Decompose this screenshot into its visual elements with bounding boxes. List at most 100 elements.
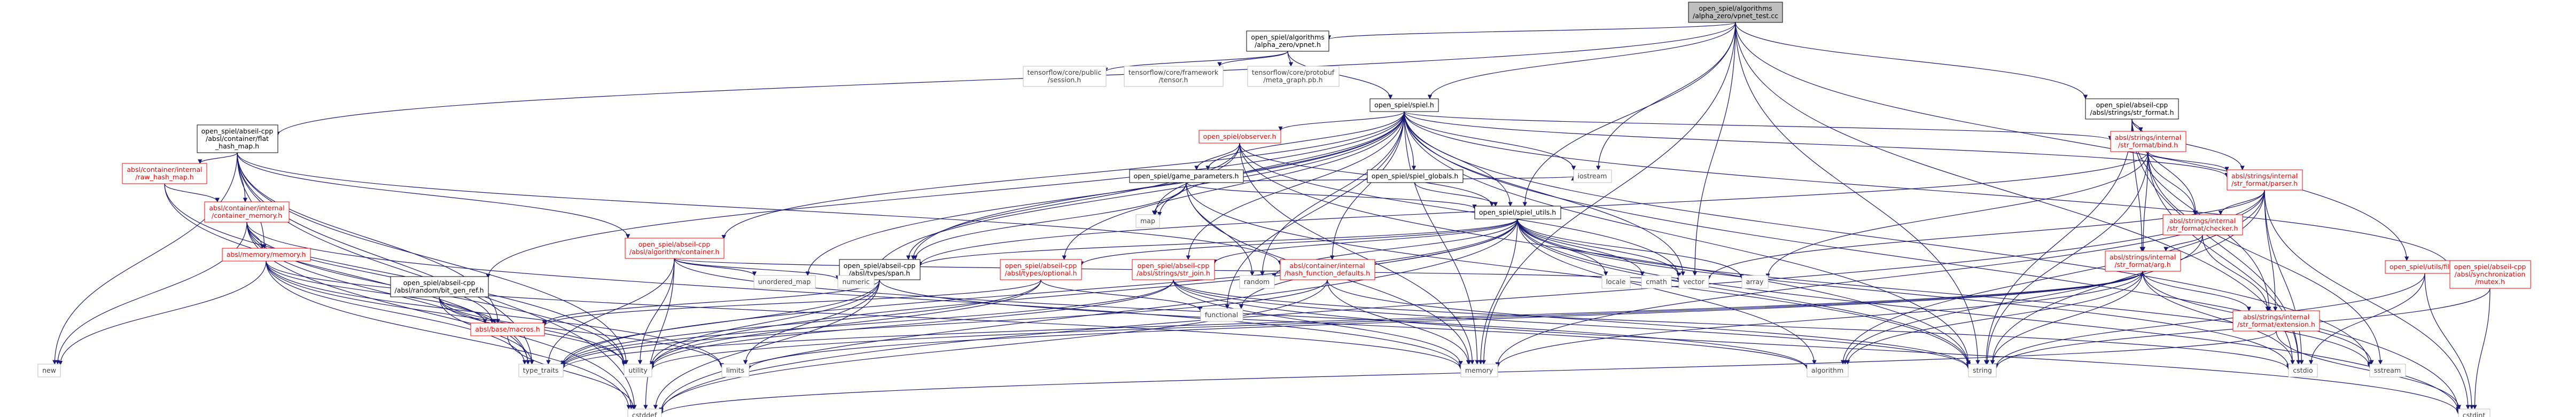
file-node-label: _hash_map.h [215, 142, 259, 150]
edge-flat-hash-map-to-hash-function-defaults [237, 152, 1282, 265]
edge-spiel-utils-to-array [1517, 218, 1744, 279]
edge-parser-to-cstddef [659, 190, 2265, 414]
file-node-locale: locale [1601, 275, 1631, 289]
file-node-label: /absl/strings/str_format.h [2090, 108, 2174, 116]
edge-absl-memory-to-limits [266, 261, 724, 368]
edge-optional-to-macros [542, 279, 1041, 327]
file-node-label: /meta_graph.pb.h [1263, 76, 1322, 84]
file-node-str-format[interactable]: open_spiel/abseil-cpp/absl/strings/str_f… [2085, 98, 2179, 120]
edge-spiel-utils-to-functional [1239, 218, 1518, 309]
file-nodes: open_spiel/algorithms/alpha_zero/vpnet_t… [37, 2, 2531, 417]
file-node-label: utility [628, 366, 648, 374]
file-node-label: /str_format/arg.h [2114, 261, 2170, 269]
file-node-arg: absl/strings/internal/str_format/arg.h [2105, 250, 2181, 272]
edge-str-join-to-cstdint [1173, 279, 2461, 414]
file-node-label: absl/strings/internal [2231, 172, 2298, 180]
file-node-new: new [37, 364, 61, 377]
file-node-label: limits [726, 366, 744, 374]
edge-spiel-to-span [910, 111, 1405, 260]
edge-root-to-spiel [1427, 22, 1736, 99]
edge-game-parameters-to-span [913, 182, 1187, 260]
file-node-spiel[interactable]: open_spiel/spiel.h [1369, 98, 1439, 112]
file-node-label: open_spiel/spiel.h [1374, 101, 1434, 109]
edge-absl-memory-to-new [58, 261, 267, 366]
edge-str-join-to-cstdio [1173, 279, 2291, 370]
file-node-label: open_spiel/abseil-cpp [403, 279, 476, 287]
edge-algo-container-to-numeric [674, 258, 840, 280]
edge-spiel-utils-to-type-traits [561, 218, 1518, 368]
file-node-label: /str_format/checker.h [2167, 224, 2238, 232]
file-node-label: tensorflow/core/public [1028, 68, 1102, 76]
file-node-absl-memory: absl/memory/memory.h [222, 248, 311, 262]
edge-algo-container-to-unordered-map [674, 258, 757, 276]
edge-flat-hash-map-to-algo-container [237, 152, 631, 239]
file-node-label: /mutex.h [2475, 278, 2505, 286]
edge-span-to-cstddef [653, 279, 880, 410]
file-node-box [2288, 364, 2318, 377]
edge-spiel-to-bind [1404, 111, 2113, 141]
edge-mutex-to-cstdint [2472, 288, 2491, 410]
file-node-span[interactable]: open_spiel/abseil-cpp/absl/types/span.h [839, 259, 921, 280]
file-node-box [1968, 364, 1997, 377]
edge-parser-to-string [1990, 190, 2265, 365]
file-node-label: absl/container/internal [127, 166, 202, 174]
edge-root-to-vector [1692, 22, 1736, 276]
file-node-label: open_spiel/algorithms [1251, 33, 1325, 41]
file-node-unordered-map: unordered_map [753, 275, 816, 289]
edge-optional-to-type-traits [561, 279, 1041, 367]
file-node-label: cmath [1646, 278, 1667, 286]
edge-spiel-to-observer [1278, 111, 1405, 131]
file-node-box [837, 275, 875, 289]
edge-algo-container-to-cstddef [643, 258, 675, 410]
edge-spiel-utils-to-cmath [1517, 218, 1645, 276]
file-node-label: tensorflow/core/protobuf [1252, 68, 1335, 76]
file-node-label: open_spiel/abseil-cpp [844, 262, 916, 270]
edge-game-parameters-to-spiel-utils [1186, 182, 1477, 209]
edge-algo-container-to-utility [637, 258, 675, 365]
file-node-box [1198, 130, 1281, 144]
edge-vpnet-to-tf-tensor [1217, 51, 1288, 67]
edge-spiel-to-algo-container [721, 111, 1405, 240]
edge-spiel-to-cstdint [1404, 111, 2461, 412]
file-node-label: vector [1683, 278, 1705, 286]
file-node-spiel-globals[interactable]: open_spiel/spiel_globals.h [1367, 169, 1464, 183]
edge-spiel-utils-to-span [917, 218, 1518, 267]
file-node-label: /absl/random/bit_gen_ref.h [395, 286, 484, 294]
file-node-label: /tensor.h [1159, 76, 1188, 84]
file-node-label: absl/container/internal [1289, 262, 1365, 270]
edge-span-to-utility [649, 279, 880, 366]
file-node-label: open_spiel/abseil-cpp [1005, 262, 1077, 270]
edge-observer-to-game-parameters [1194, 143, 1240, 170]
file-node-vpnet[interactable]: open_spiel/algorithms/alpha_zero/vpnet.h [1246, 30, 1329, 52]
file-node-box [1369, 98, 1439, 112]
file-node-box [2105, 250, 2181, 272]
file-node-label: /absl/algorithm/container.h [629, 248, 720, 256]
file-node-random: random [1239, 275, 1275, 289]
file-node-label: absl/strings/internal [2110, 253, 2176, 261]
file-node-label: /container_memory.h [212, 211, 282, 219]
file-node-box [721, 364, 750, 377]
file-node-container-memory: absl/container/internal/container_memory… [204, 201, 290, 223]
edge-parser-to-cstdio [2264, 190, 2304, 365]
edge-root-to-spiel-utils [1522, 22, 1736, 207]
file-node-box [1460, 364, 1498, 377]
file-node-box [1247, 66, 1340, 87]
file-node-flat-hash-map[interactable]: open_spiel/abseil-cpp/absl/container/fla… [197, 124, 278, 153]
edge-bind-to-checker [2147, 151, 2198, 215]
edge-absl-memory-to-memory [266, 261, 1463, 369]
edge-spiel-to-game-parameters [1205, 111, 1405, 170]
file-node-iostream: iostream [1573, 169, 1612, 183]
file-node-bit-gen-ref[interactable]: open_spiel/abseil-cpp/absl/random/bit_ge… [390, 276, 489, 297]
file-node-box [2458, 408, 2491, 417]
file-node-box [122, 163, 207, 184]
file-node-spiel-utils[interactable]: open_spiel/spiel_utils.h [1474, 206, 1561, 219]
file-node-label: /alpha_zero/vpnet_test.cc [1693, 12, 1778, 20]
file-node-box [1367, 169, 1464, 183]
edge-root-to-flat-hash-map [275, 22, 1736, 136]
file-node-game-parameters[interactable]: open_spiel/game_parameters.h [1129, 169, 1244, 183]
file-node-box [1135, 214, 1160, 228]
edge-spiel-to-functional [1225, 111, 1405, 309]
file-node-label: /str_format/bind.h [2118, 141, 2178, 149]
edge-str-join-to-type-traits [561, 279, 1174, 368]
file-node-box [1239, 275, 1275, 289]
